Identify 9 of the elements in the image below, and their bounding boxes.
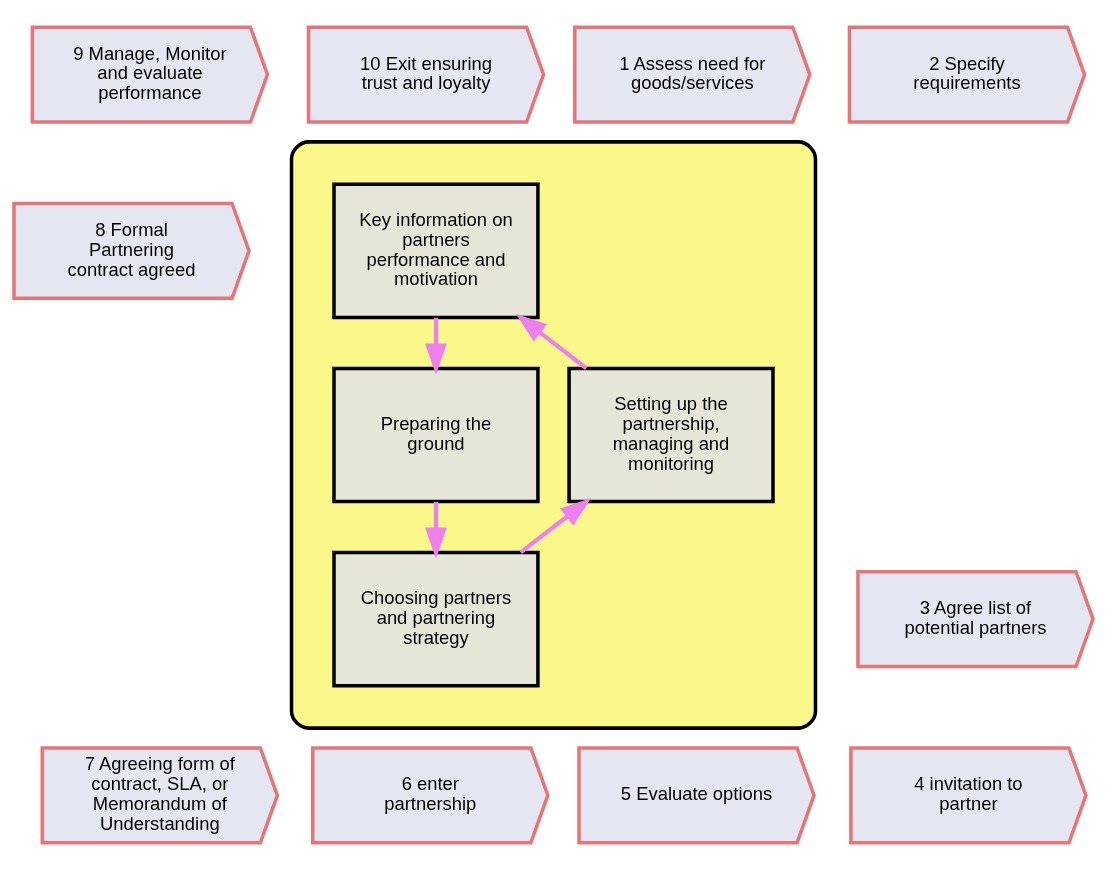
node-box: Setting up the partnership, managing and monitoring [567, 366, 775, 504]
arrow [425, 317, 447, 375]
arrow [425, 501, 447, 559]
node-box: Preparing the ground [332, 366, 540, 504]
node-box: Choosing partners and partnering strategy [332, 550, 540, 688]
arrow [515, 313, 588, 370]
cluster [289, 140, 818, 730]
arrow [519, 497, 592, 555]
node-box: Key information on partners performance and motivation [332, 182, 540, 320]
